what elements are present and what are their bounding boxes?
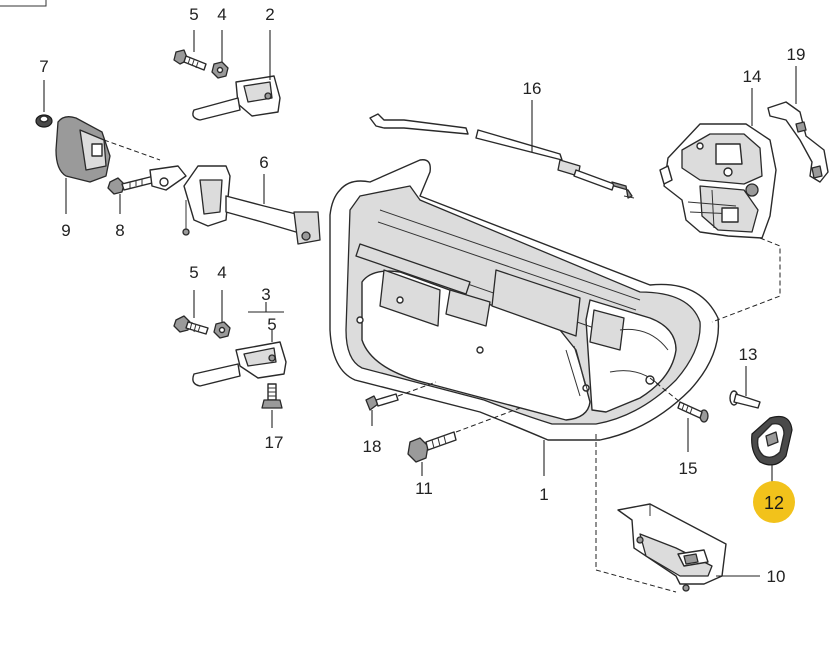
dash-18-to-door: [397, 381, 437, 397]
part-17-bolt[interactable]: [261, 383, 283, 409]
part-10-bracket[interactable]: [617, 503, 727, 592]
part-18-screw[interactable]: [365, 393, 399, 411]
part-label-5-upper: 5: [189, 5, 198, 24]
dash-14-to-door: [711, 237, 781, 323]
part-label-4-lower: 4: [217, 263, 226, 282]
dash-9-to-6: [103, 139, 161, 161]
part-label-19: 19: [787, 45, 806, 64]
part-13-screw[interactable]: [729, 390, 761, 409]
dash-15-to-door: [649, 377, 681, 403]
part-label-3: 3: [261, 285, 270, 304]
part-8-bolt[interactable]: [107, 175, 157, 195]
part-label-14: 14: [743, 67, 762, 86]
part-label-16: 16: [523, 79, 542, 98]
part-5-bolt-upper[interactable]: [173, 49, 207, 71]
part-12-striker-plate[interactable]: [751, 415, 793, 466]
part-label-9: 9: [61, 221, 70, 240]
part-label-10: 10: [767, 567, 786, 586]
part-label-6: 6: [259, 153, 268, 172]
part-7-cap[interactable]: [35, 114, 53, 128]
part-14-lock-mechanism[interactable]: [659, 123, 777, 239]
part-label-2: 2: [265, 5, 274, 24]
bracket-3: [248, 302, 284, 313]
part-label-11: 11: [415, 479, 433, 498]
part-label-15: 15: [679, 459, 698, 478]
part-2-upper-hinge[interactable]: [192, 75, 281, 121]
part-label-5-lower: 5: [189, 263, 198, 282]
part-9-rubber-boot[interactable]: [55, 116, 111, 183]
part-label-13: 13: [739, 345, 758, 364]
part-4-nut-upper[interactable]: [211, 61, 229, 79]
part-label-17: 17: [265, 433, 284, 452]
part-label-4-upper: 4: [217, 5, 226, 24]
part-5-bolt-lower[interactable]: [173, 315, 209, 335]
dash-door-to-10: [595, 434, 677, 593]
dash-11-to-door: [455, 407, 521, 433]
part-15-screw[interactable]: [677, 401, 709, 423]
corner-frame-fragment: [0, 0, 47, 7]
part-label-1: 1: [539, 485, 548, 504]
part-3-lower-hinge[interactable]: [192, 341, 287, 387]
part-1-door-shell[interactable]: [329, 159, 720, 441]
part-label-8: 8: [115, 221, 124, 240]
part-label-7: 7: [39, 57, 48, 76]
part-label-5-in-group: 5: [267, 315, 276, 334]
part-label-12: 12: [764, 493, 784, 513]
highlight-circle-12: [753, 481, 795, 523]
part-4-nut-lower[interactable]: [213, 321, 231, 339]
part-label-18: 18: [363, 437, 382, 456]
part-6-door-check[interactable]: [149, 165, 321, 245]
part-16-cable[interactable]: [369, 113, 635, 199]
part-11-bolt[interactable]: [407, 431, 457, 463]
part-19-cover[interactable]: [767, 101, 829, 183]
